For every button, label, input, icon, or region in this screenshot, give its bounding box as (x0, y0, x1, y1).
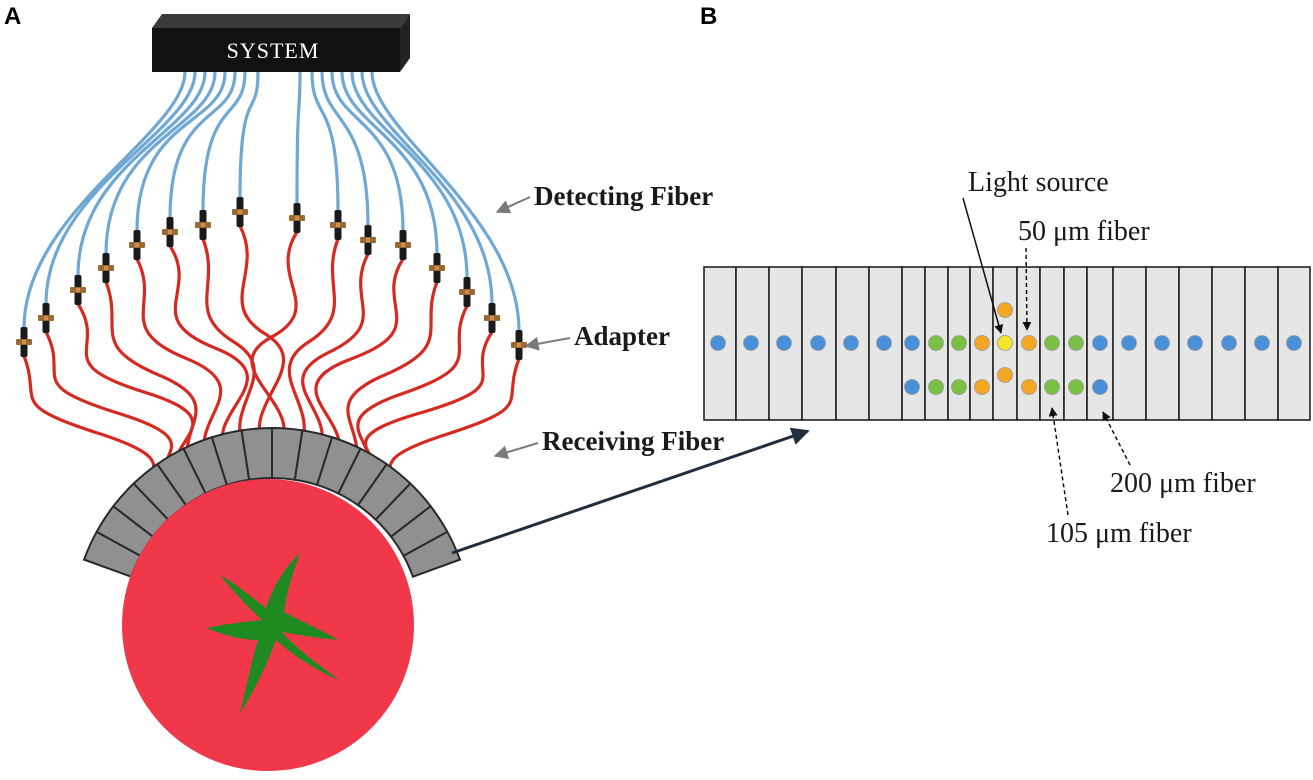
adapter-connector (232, 197, 248, 227)
receiving-fiber (201, 238, 256, 446)
detecting-fiber-arrow (495, 196, 531, 214)
detecting-fiber (201, 71, 247, 212)
receiving-fiber (104, 281, 198, 470)
receiving-fiber (238, 225, 286, 443)
fiber-105-dot (951, 379, 967, 395)
detecting-fiber (310, 71, 340, 212)
detecting-fiber (370, 71, 521, 332)
adapter-label: Adapter (574, 321, 670, 351)
light-source-arrow (962, 197, 1004, 334)
adapter-connector (16, 327, 32, 357)
fiber-50-label: 50 μm fiber (1018, 216, 1150, 247)
fiber-105-dot (951, 335, 967, 351)
detecting-fiber (320, 71, 370, 227)
adapter-connector (70, 275, 86, 305)
system-box: SYSTEM (152, 14, 410, 72)
detecting-fiber (360, 71, 494, 305)
fiber-105-dot (1068, 379, 1084, 395)
receiving-fiber (346, 281, 439, 470)
adapter-connector (289, 203, 305, 233)
receiving-fiber-label: Receiving Fiber (542, 426, 724, 456)
receiving-fiber (301, 253, 370, 451)
detecting-fiber (104, 71, 217, 255)
fiber-105-dot (1044, 335, 1060, 351)
fiber-200-dot (743, 335, 759, 351)
fiber-105-dot (1044, 379, 1060, 395)
fiber-200-dot (1254, 335, 1270, 351)
fiber-105-arrow (1048, 407, 1069, 516)
fiber-200-dot (1121, 335, 1137, 351)
light-source-dot (997, 335, 1013, 351)
fiber-200-dot (876, 335, 892, 351)
receiving-fiber (168, 245, 249, 451)
fiber-200-dot (1092, 335, 1108, 351)
fiber-200-dot (1154, 335, 1170, 351)
fiber-200-arrow (1102, 411, 1131, 466)
light-source-label: Light source (968, 167, 1109, 198)
detecting-fiber (22, 71, 187, 329)
fiber-50-dot (1021, 335, 1037, 351)
adapter-connector (484, 303, 500, 333)
fiber-50-dot (997, 367, 1013, 383)
receiving-fiber (135, 258, 223, 459)
adapter-connector (429, 253, 445, 283)
panel-b-letter: B (700, 3, 717, 30)
adapter-arrow (524, 336, 571, 351)
fiber-200-dot (1187, 335, 1203, 351)
adapter-connector (129, 230, 145, 260)
adapter-connector (511, 330, 527, 360)
detecting-fiber (330, 71, 405, 232)
receiving-fiber-arrow (493, 442, 539, 460)
system-label: SYSTEM (227, 38, 320, 63)
detecting-fiber (76, 71, 207, 277)
adapter-connector (330, 210, 346, 240)
tomato-calyx (206, 553, 340, 713)
fiber-105-dot (1068, 335, 1084, 351)
fiber-200-dot (904, 335, 920, 351)
detecting-fiber-label: Detecting Fiber (534, 181, 713, 211)
fiber-200-dot (1092, 379, 1108, 395)
adapter-connector (459, 277, 475, 307)
fiber-200-dot (843, 335, 859, 351)
adapter-connector (38, 303, 54, 333)
detecting-fiber (238, 71, 260, 199)
receiving-fiber (314, 258, 405, 459)
receiving-fiber (250, 231, 299, 443)
fiber-layout (703, 266, 1311, 421)
detecting-fiber (340, 71, 439, 255)
fiber-105-dot (928, 379, 944, 395)
fiber-50-dot (1021, 379, 1037, 395)
fiber-200-dot (710, 335, 726, 351)
fiber-200-dot (904, 379, 920, 395)
receiving-fiber (287, 238, 340, 446)
adapter-connector (195, 210, 211, 240)
adapter-connector (98, 253, 114, 283)
fiber-bundle (16, 71, 527, 512)
tomato (122, 479, 414, 771)
probe-segment (402, 530, 462, 578)
receiving-fiber (356, 305, 469, 482)
fiber-200-dot (776, 335, 792, 351)
panel-a-letter: A (4, 3, 21, 30)
fiber-200-dot (810, 335, 826, 351)
fiber-200-dot (1286, 335, 1302, 351)
adapter-connector (360, 225, 376, 255)
fiber-200-label: 200 μm fiber (1110, 468, 1256, 499)
fiber-200-dot (1221, 335, 1237, 351)
fiber-50-dot (974, 335, 990, 351)
adapter-connector (162, 217, 178, 247)
detecting-fiber (350, 71, 469, 279)
adapter-connector (395, 230, 411, 260)
fiber-105-label: 105 μm fiber (1046, 518, 1192, 549)
detecting-fiber (135, 71, 227, 232)
fiber-105-dot (928, 335, 944, 351)
fiber-50-dot (997, 302, 1013, 318)
fiber-50-dot (974, 379, 990, 395)
detecting-fiber (295, 71, 302, 205)
probe-to-layout-arrow (451, 427, 810, 555)
detecting-fiber (168, 71, 237, 219)
detecting-fiber (44, 71, 197, 305)
